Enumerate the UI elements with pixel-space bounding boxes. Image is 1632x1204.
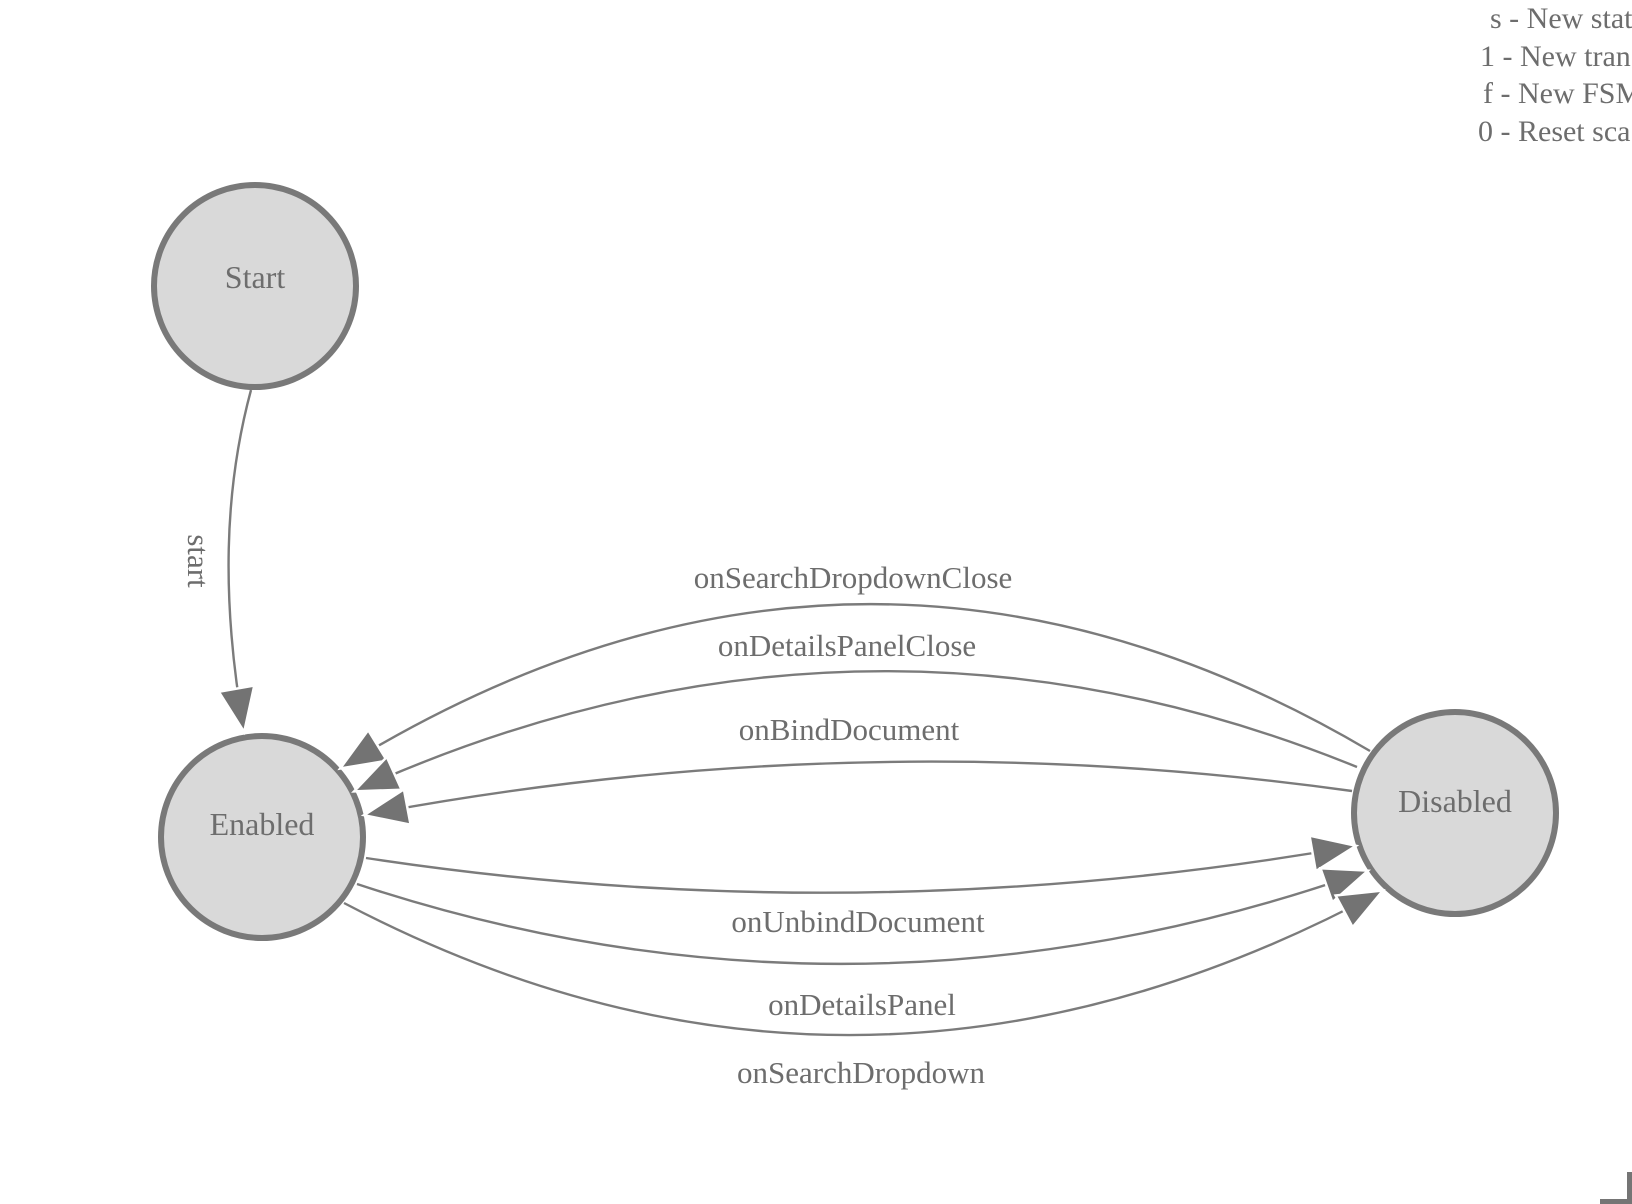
edge-start-path[interactable] bbox=[216, 389, 256, 736]
edge-onDetailsPanelClose-label: onDetailsPanelClose bbox=[718, 628, 976, 663]
viewport-corner-bracket-vertical bbox=[1627, 1172, 1632, 1204]
edge-onSearchDropdownClose-path[interactable] bbox=[337, 603, 1371, 771]
state-start-label: Start bbox=[225, 259, 286, 295]
shortcut-legend-line: 1 - New trans bbox=[1480, 39, 1632, 73]
viewport-corner-bracket-horizontal bbox=[1600, 1199, 1632, 1204]
edge-onSearchDropdownClose: onSearchDropdownClose bbox=[337, 560, 1371, 771]
edge-onSearchDropdown-path[interactable] bbox=[343, 888, 1386, 1037]
edge-onDetailsPanel: onDetailsPanel bbox=[356, 866, 1372, 1022]
edge-onUnbindDocument-label: onUnbindDocument bbox=[731, 904, 985, 939]
state-start-circle[interactable] bbox=[151, 182, 359, 390]
state-disabled-circle[interactable] bbox=[1351, 709, 1559, 917]
state-enabled[interactable]: Enabled bbox=[158, 733, 366, 941]
shortcut-legend-line: 0 - Reset sca bbox=[1478, 114, 1631, 148]
state-disabled-label: Disabled bbox=[1398, 783, 1512, 819]
edge-onSearchDropdown-label: onSearchDropdown bbox=[737, 1055, 985, 1090]
state-enabled-circle[interactable] bbox=[158, 733, 366, 941]
edge-start: start bbox=[181, 389, 256, 736]
shortcut-legend-line: f - New FSM bbox=[1483, 77, 1632, 110]
state-start[interactable]: Start bbox=[151, 182, 359, 390]
edge-start-label: start bbox=[181, 534, 216, 588]
edge-onUnbindDocument: onUnbindDocument bbox=[365, 834, 1360, 939]
shortcut-legend: s - New stat 1 - New trans f - New FSM 0… bbox=[1478, 0, 1632, 150]
edge-onDetailsPanel-path[interactable] bbox=[356, 866, 1372, 966]
state-enabled-label: Enabled bbox=[210, 806, 315, 842]
edge-onUnbindDocument-path[interactable] bbox=[365, 834, 1360, 894]
edge-onDetailsPanelClose-path[interactable] bbox=[351, 670, 1358, 793]
state-disabled[interactable]: Disabled bbox=[1351, 709, 1559, 917]
edge-onBindDocument: onBindDocument bbox=[360, 712, 1353, 827]
edge-onBindDocument-path[interactable] bbox=[360, 760, 1353, 827]
edge-onBindDocument-label: onBindDocument bbox=[739, 712, 960, 747]
edge-onDetailsPanel-label: onDetailsPanel bbox=[768, 987, 956, 1022]
edge-onSearchDropdownClose-label: onSearchDropdownClose bbox=[694, 560, 1013, 595]
shortcut-legend-line: s - New stat bbox=[1490, 2, 1632, 35]
edge-onDetailsPanelClose: onDetailsPanelClose bbox=[351, 628, 1358, 793]
edge-onSearchDropdown: onSearchDropdown bbox=[343, 888, 1386, 1090]
